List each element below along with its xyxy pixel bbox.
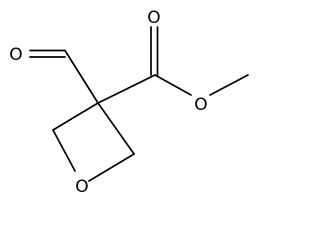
- bond-ring-o-right: [88, 153, 135, 182]
- bond-ring-left-o: [52, 129, 76, 172]
- bond-ester-c-o: [154, 74, 192, 96]
- structure-canvas: O O O O: [9, 8, 249, 197]
- atom-label-o-ring: O: [75, 177, 88, 197]
- bond-quaternary-c-ester-c: [97, 74, 156, 104]
- atom-label-o-carbonyl: O: [147, 8, 160, 28]
- bond-aldehyde-c-quaternary: [64, 49, 99, 104]
- bond-ring-right-quaternary: [97, 102, 135, 155]
- bond-ring-quaternary-left: [52, 102, 99, 131]
- atom-label-o-aldehyde: O: [9, 45, 22, 65]
- bond-ester-o-methyl: [209, 74, 249, 96]
- atom-label-o-ester: O: [194, 95, 207, 115]
- atom-labels-group: O O O O: [9, 8, 207, 197]
- molecule-structure: O O O O: [9, 8, 249, 197]
- bonds-group: [29, 26, 249, 182]
